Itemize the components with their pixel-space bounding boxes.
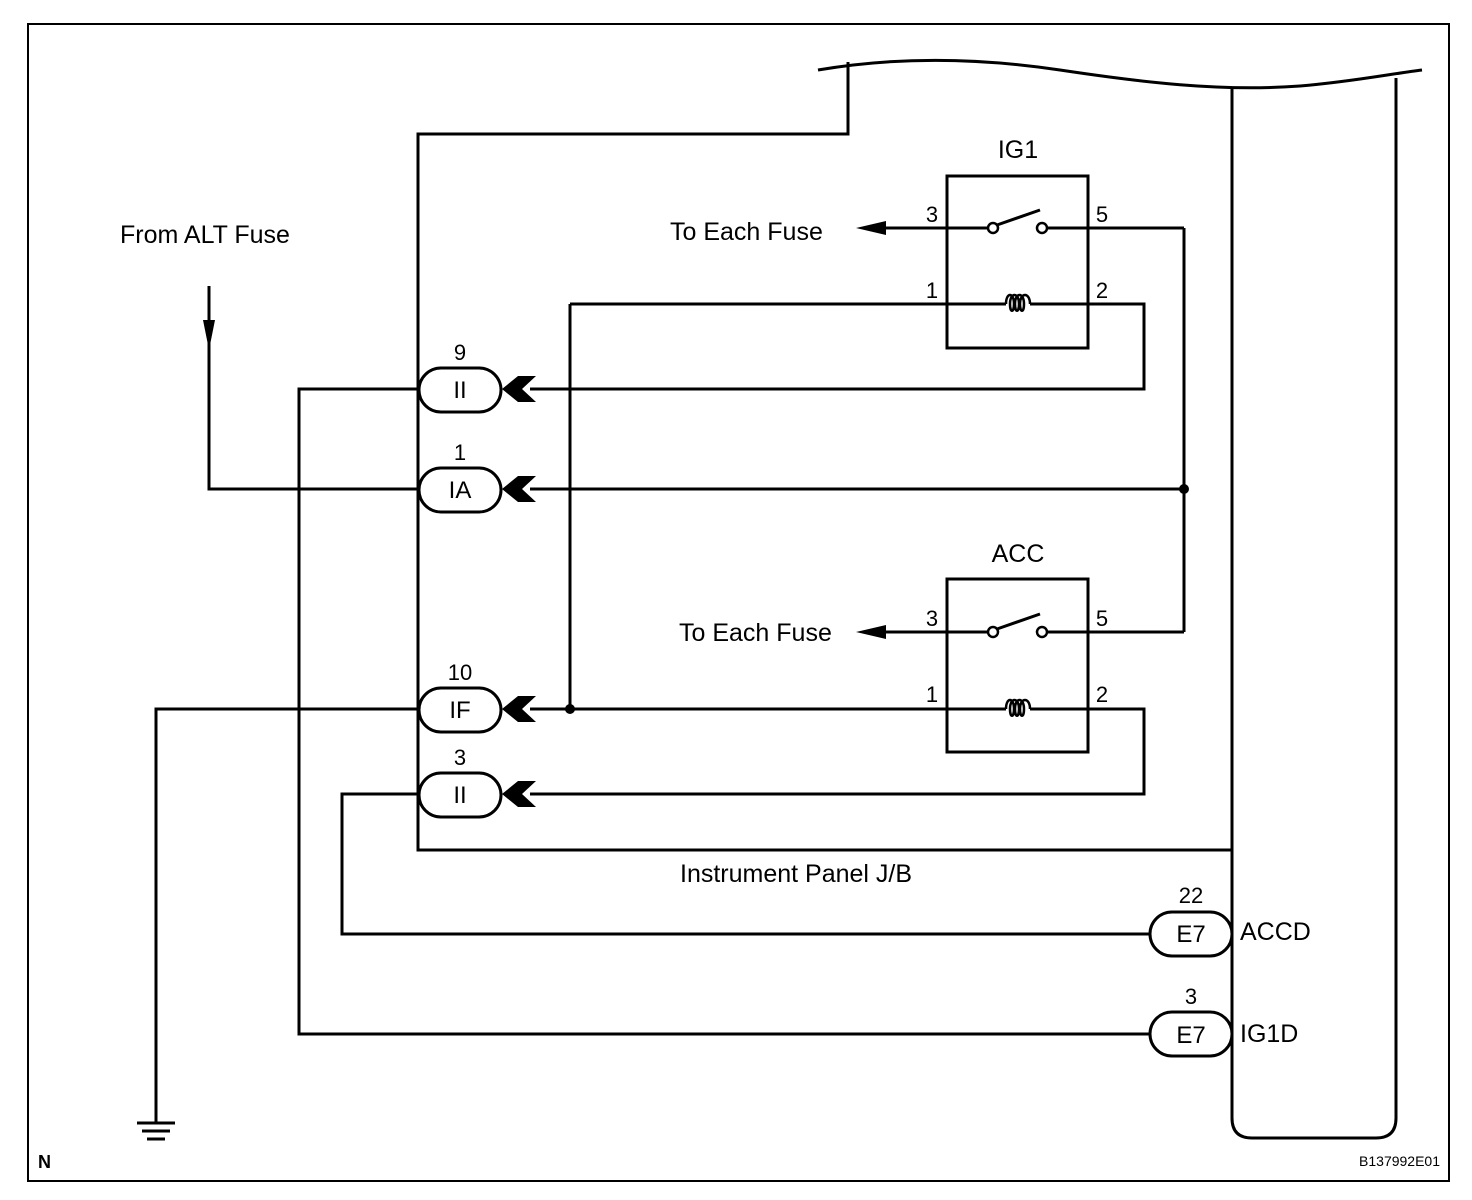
to-fuse-arrow-icon-bottom xyxy=(856,625,886,639)
connector-c4-code: II xyxy=(453,782,466,809)
connector-c3-pin: 10 xyxy=(448,660,472,685)
connector-c4-arrow-icon xyxy=(502,781,536,807)
connector-c2-pin: 1 xyxy=(454,440,466,465)
to-each-fuse-label-top: To Each Fuse xyxy=(670,218,823,246)
acc-pin-1: 1 xyxy=(926,682,938,707)
connector-c2 xyxy=(417,466,503,514)
connector-c3 xyxy=(417,686,503,734)
ig1-contact-left xyxy=(986,221,1000,235)
ig1-pin-2: 2 xyxy=(1096,278,1108,303)
acc-relay-box xyxy=(945,577,1090,754)
connector-c1 xyxy=(417,366,503,414)
connector-e7-ig1d xyxy=(1148,1010,1234,1058)
acc-pin-2: 2 xyxy=(1096,682,1108,707)
from-alt-fuse-label: From ALT Fuse xyxy=(120,221,290,249)
to-fuse-arrow-icon-top xyxy=(856,221,886,235)
connector-e7-ig1d-pin: 3 xyxy=(1185,984,1197,1009)
connector-c1-code: II xyxy=(453,377,466,404)
ig1-pin-3: 3 xyxy=(926,202,938,227)
break-line xyxy=(817,58,1423,90)
accd-wire xyxy=(340,792,1150,936)
ig1-contact-right xyxy=(1035,221,1049,235)
acc-contact-right xyxy=(1035,625,1049,639)
ig1-pin-1: 1 xyxy=(926,278,938,303)
ig1d-signal-label: IG1D xyxy=(1240,1020,1298,1048)
alt-fuse-wire xyxy=(207,286,420,491)
accd-signal-label: ACCD xyxy=(1240,918,1311,946)
junction-block-outline xyxy=(416,62,1232,852)
ig1-coil-icon xyxy=(1004,293,1032,312)
ground-icon xyxy=(137,1121,175,1141)
connector-c2-arrow-icon xyxy=(502,476,536,502)
connector-c4-pin: 3 xyxy=(454,745,466,770)
acc-pin-5: 5 xyxy=(1096,606,1108,631)
connector-c3-arrow-icon xyxy=(502,696,536,722)
ig1-coil-wire xyxy=(530,302,1146,391)
acc-contact-left xyxy=(986,625,1000,639)
ig1-pin-5: 5 xyxy=(1096,202,1108,227)
junction-dot-if xyxy=(565,704,575,714)
ecu-outline xyxy=(1230,78,1398,1140)
acc-switch-blade xyxy=(996,612,1041,631)
connector-c1-pin: 9 xyxy=(454,340,466,365)
to-each-fuse-label-bottom: To Each Fuse xyxy=(679,619,832,647)
acc-pin-3: 3 xyxy=(926,606,938,631)
connector-e7-accd xyxy=(1148,910,1234,958)
connector-c1-arrow-icon xyxy=(502,376,536,402)
ig1-relay-box xyxy=(945,174,1090,350)
acc-coil-wire xyxy=(530,707,1146,796)
ig1-switch-blade xyxy=(996,208,1041,227)
diagram-frame xyxy=(27,23,1450,1182)
ground-wire xyxy=(154,707,420,1122)
north-label: N xyxy=(38,1152,51,1172)
figure-code-label: B137992E01 xyxy=(1359,1153,1440,1169)
acc-relay-name: ACC xyxy=(992,540,1045,568)
connector-c3-code: IF xyxy=(449,697,470,724)
connector-c2-code: IA xyxy=(449,477,472,504)
connector-e7-accd-pin: 22 xyxy=(1179,883,1203,908)
connector-e7-ig1d-code: E7 xyxy=(1176,1022,1205,1049)
instrument-panel-jb-label: Instrument Panel J/B xyxy=(680,860,912,888)
acc-coil-icon xyxy=(1004,698,1032,717)
alt-fuse-arrow-icon xyxy=(203,320,215,350)
connector-c4 xyxy=(417,771,503,819)
ig1d-wire xyxy=(297,387,1150,1036)
connector-e7-accd-code: E7 xyxy=(1176,921,1205,948)
ig1-relay-name: IG1 xyxy=(998,136,1038,164)
